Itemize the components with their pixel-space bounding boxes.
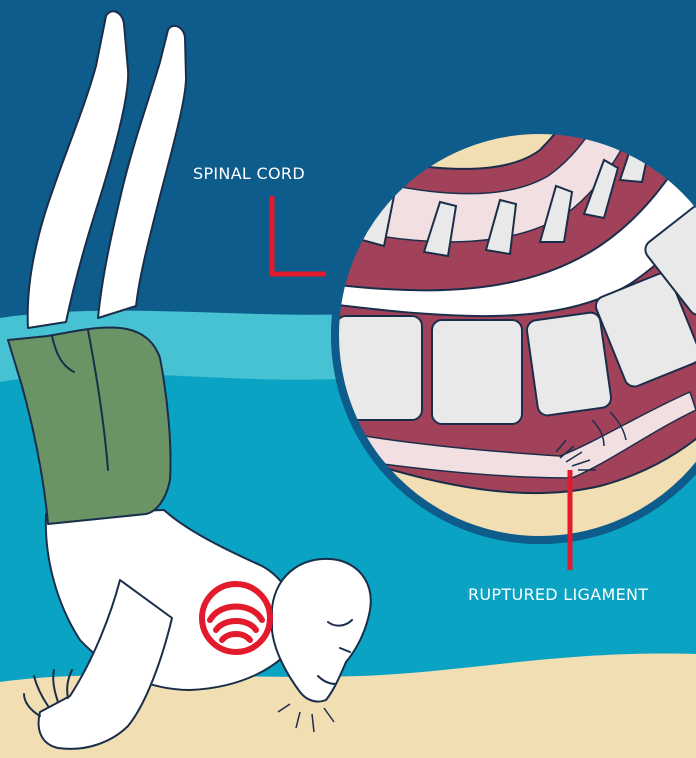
spinal-cord-label: SPINAL CORD [193,164,305,183]
ruptured-ligament-label: RUPTURED LIGAMENT [468,585,648,604]
